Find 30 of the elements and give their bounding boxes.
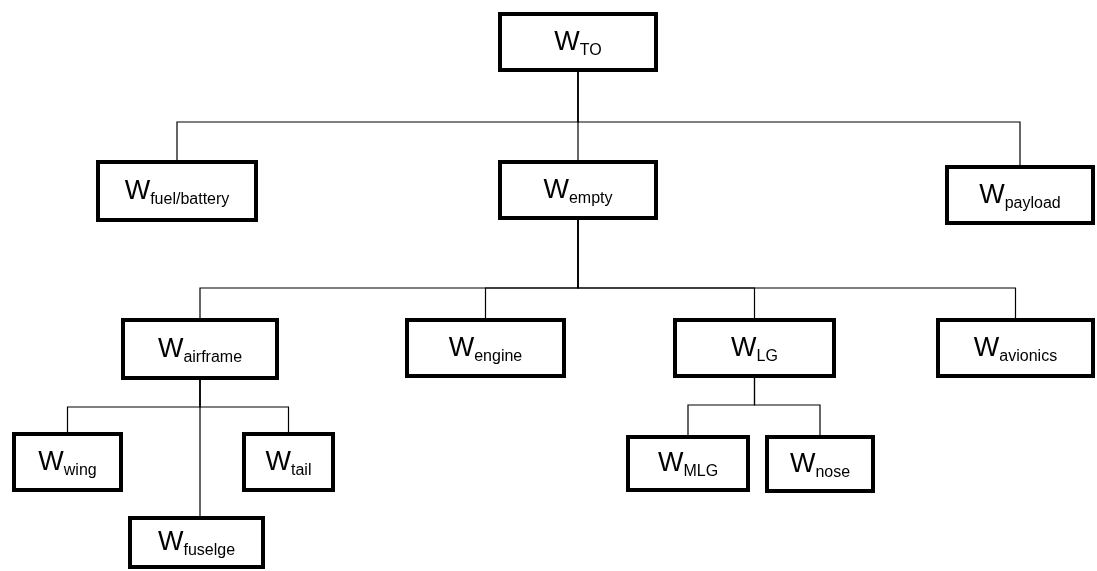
- weight-label: W$_{nose}$: [789, 447, 851, 481]
- weight-box: [626, 435, 750, 492]
- connector-line: [753, 377, 821, 436]
- weight-label: W$_{engine}$: [448, 331, 523, 365]
- weight-label: W$_{tail}$: [265, 445, 312, 479]
- weight-box: [765, 435, 875, 493]
- weight-label: W$_{LG}$: [731, 331, 778, 365]
- weight-label: W$_{MLG}$: [657, 447, 719, 480]
- weight-label: W$_{fuel/battery}$: [124, 174, 230, 208]
- weight-box: [405, 318, 566, 378]
- weight-label: W$_{wing}$: [38, 445, 97, 479]
- weight-box: [498, 160, 658, 220]
- weight-box: [673, 318, 836, 378]
- weight-box: [945, 165, 1095, 225]
- connector-line: [577, 71, 1021, 166]
- connector-line: [199, 379, 290, 433]
- weight-label: W$_{payload}$: [979, 178, 1061, 212]
- weight-box: [12, 432, 123, 492]
- weight-label: W$_{airframe}$: [157, 332, 243, 366]
- weight-label: W$_{empty}$: [543, 173, 613, 207]
- weight-label: W$_{TO}$: [554, 25, 602, 59]
- weight-box: [96, 160, 258, 222]
- weight-label: W$_{fuselge}$: [157, 526, 236, 559]
- weight-label: W$_{avionics}$: [973, 331, 1058, 365]
- weight-box: [242, 432, 335, 492]
- weight-box: [128, 516, 265, 569]
- connector-line: [577, 219, 1017, 319]
- weight-box: [121, 318, 279, 380]
- weight-box: [936, 318, 1095, 378]
- weight-box: [498, 12, 658, 72]
